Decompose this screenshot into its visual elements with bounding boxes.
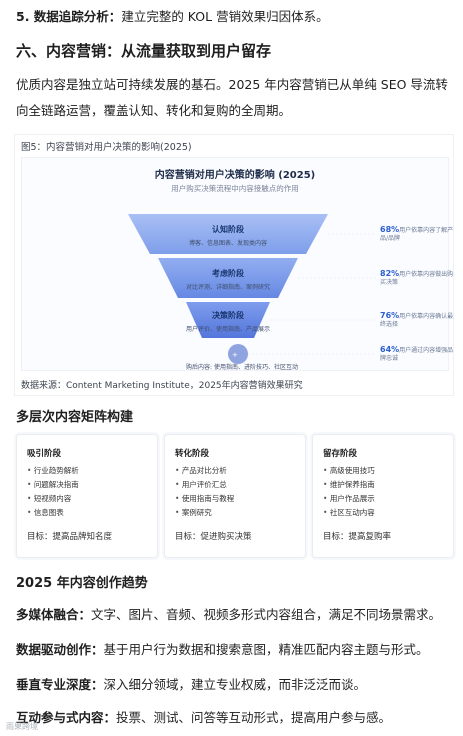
stat-loyalty: 64%用户通过内容增强品牌忠诚	[380, 346, 456, 363]
stat-consideration-text: 用户依靠内容做出购买决策	[380, 271, 454, 286]
section-heading: 六、内容营销：从流量获取到用户留存	[16, 42, 272, 60]
list-item: 行业趋势解析	[27, 464, 79, 478]
trend-item: 多媒体融合：文字、图片、音频、视频多形式内容组合，满足不同场景需求。	[16, 604, 441, 623]
post-purchase-text: 购后内容: 使用指南、进阶技巧、社区互动	[186, 364, 298, 371]
card-goal: 目标：提高品牌知名度	[27, 532, 113, 542]
stat-decision-pct: 76%	[380, 311, 400, 320]
trend-text: 文字、图片、音频、视频多形式内容组合，满足不同场景需求。	[91, 607, 442, 622]
watermark: 雨果跨境	[6, 722, 38, 731]
list-item: 案例研究	[175, 506, 234, 520]
stat-loyalty-text: 用户通过内容增强品牌忠诚	[380, 347, 454, 362]
matrix-heading: 多层次内容矩阵构建	[16, 410, 134, 425]
trend-label: 多媒体融合：	[16, 607, 92, 622]
stat-awareness: 68%用户依靠内容了解产品/品牌	[380, 226, 456, 243]
trend-item: 互动参与式内容：投票、测试、问答等互动形式，提高用户参与感。	[16, 707, 391, 726]
list-item: 高级使用技巧	[323, 464, 375, 478]
list-item: 问题解决指南	[27, 478, 79, 492]
card-list: 高级使用技巧 维护保养指南 用户作品展示 社区互动内容	[323, 464, 375, 520]
list-item: 社区互动内容	[323, 506, 375, 520]
stage-decision-shape	[186, 302, 270, 338]
list-item: 维护保养指南	[323, 478, 375, 492]
trend-label: 垂直专业深度：	[16, 677, 104, 692]
chart-subtitle: 用户购买决策流程中内容接触点的作用	[171, 184, 299, 193]
card-title: 转化阶段	[175, 449, 210, 459]
card-list: 产品对比分析 用户评价汇总 使用指南与教程 案例研究	[175, 464, 235, 520]
list-item: 信息图表	[27, 506, 79, 520]
card-convert: 转化阶段 产品对比分析 用户评价汇总 使用指南与教程 案例研究 目标：促进购买决…	[164, 434, 306, 558]
card-retain: 留存阶段 高级使用技巧 维护保养指南 用户作品展示 社区互动内容 目标：提高复购…	[312, 434, 454, 558]
item-text: 建立完整的 KOL 营销效果归因体系。	[121, 9, 329, 24]
trend-text: 投票、测试、问答等互动形式，提高用户参与感。	[116, 710, 392, 725]
trend-item: 数据驱动创作：基于用户行为数据和搜索意图，精准匹配内容主题与形式。	[16, 639, 429, 658]
content-matrix: 吸引阶段 行业趋势解析 问题解决指南 短视频内容 信息图表 目标：提高品牌知名度…	[14, 434, 454, 558]
stat-decision: 76%用户依靠内容确认最终选择	[380, 312, 456, 329]
card-goal: 目标：提高复购率	[323, 532, 392, 542]
trend-item: 垂直专业深度：深入细分领域，建立专业权威，而非泛泛而谈。	[16, 674, 366, 693]
chart-title: 内容营销对用户决策的影响 (2025)	[154, 170, 316, 181]
stage-consideration-name: 考虑阶段	[212, 269, 244, 278]
stage-decision-desc: 用户评价、使用指南、产品展示	[185, 326, 270, 333]
funnel-chart: 内容营销对用户决策的影响 (2025) 用户购买决策流程中内容接触点的作用 +	[21, 157, 453, 371]
trends-heading: 2025 年内容创作趋势	[16, 576, 148, 591]
stage-awareness-shape	[128, 214, 328, 254]
post-purchase-circle	[228, 344, 248, 364]
stat-decision-text: 用户依靠内容确认最终选择	[380, 313, 454, 328]
list-item: 使用指南与教程	[175, 492, 235, 506]
card-attract: 吸引阶段 行业趋势解析 问题解决指南 短视频内容 信息图表 目标：提高品牌知名度	[16, 434, 158, 558]
trend-label: 数据驱动创作：	[16, 642, 104, 657]
card-title: 吸引阶段	[27, 449, 62, 459]
list-item-5: 5. 数据追踪分析：建立完整的 KOL 营销效果归因体系。	[16, 6, 329, 25]
figure: 图5：内容营销对用户决策的影响(2025) 内容营销对用户决策的影响 (2025…	[14, 134, 454, 396]
stat-consideration: 82%用户依靠内容做出购买决策	[380, 270, 456, 287]
trend-label: 互动参与式内容：	[16, 710, 117, 725]
funnel-graphic: +	[128, 214, 376, 364]
stage-awareness-name: 认知阶段	[212, 225, 244, 234]
list-item: 用户作品展示	[323, 492, 375, 506]
list-item: 用户评价汇总	[175, 478, 234, 492]
trend-text: 深入细分领域，建立专业权威，而非泛泛而谈。	[103, 677, 367, 692]
stat-consideration-pct: 82%	[380, 269, 400, 278]
circle-glyph: +	[232, 351, 238, 359]
item-label: 5. 数据追踪分析：	[16, 9, 122, 24]
card-goal: 目标：促进购买决策	[175, 532, 252, 542]
trend-text: 基于用户行为数据和搜索意图，精准匹配内容主题与形式。	[103, 642, 429, 657]
stage-consideration-desc: 对比评测、详细指南、案例研究	[185, 284, 270, 291]
figure-caption: 图5：内容营销对用户决策的影响(2025)	[21, 142, 192, 153]
stage-awareness-desc: 博客、信息图表、发现类内容	[188, 240, 267, 247]
card-title: 留存阶段	[323, 449, 358, 459]
list-item: 短视频内容	[27, 492, 79, 506]
stage-decision-name: 决策阶段	[212, 311, 244, 320]
figure-source: 数据来源：Content Marketing Institute，2025年内容…	[21, 381, 303, 391]
stat-awareness-pct: 68%	[380, 225, 400, 234]
list-item: 产品对比分析	[175, 464, 234, 478]
intro-paragraph: 优质内容是独立站可持续发展的基石。2025 年内容营销已从单纯 SEO 导流转向…	[16, 77, 448, 118]
stage-consideration-shape	[158, 258, 298, 298]
card-list: 行业趋势解析 问题解决指南 短视频内容 信息图表	[27, 464, 79, 520]
stat-loyalty-pct: 64%	[380, 345, 400, 354]
stat-awareness-text: 用户依靠内容了解产品/品牌	[380, 227, 454, 242]
